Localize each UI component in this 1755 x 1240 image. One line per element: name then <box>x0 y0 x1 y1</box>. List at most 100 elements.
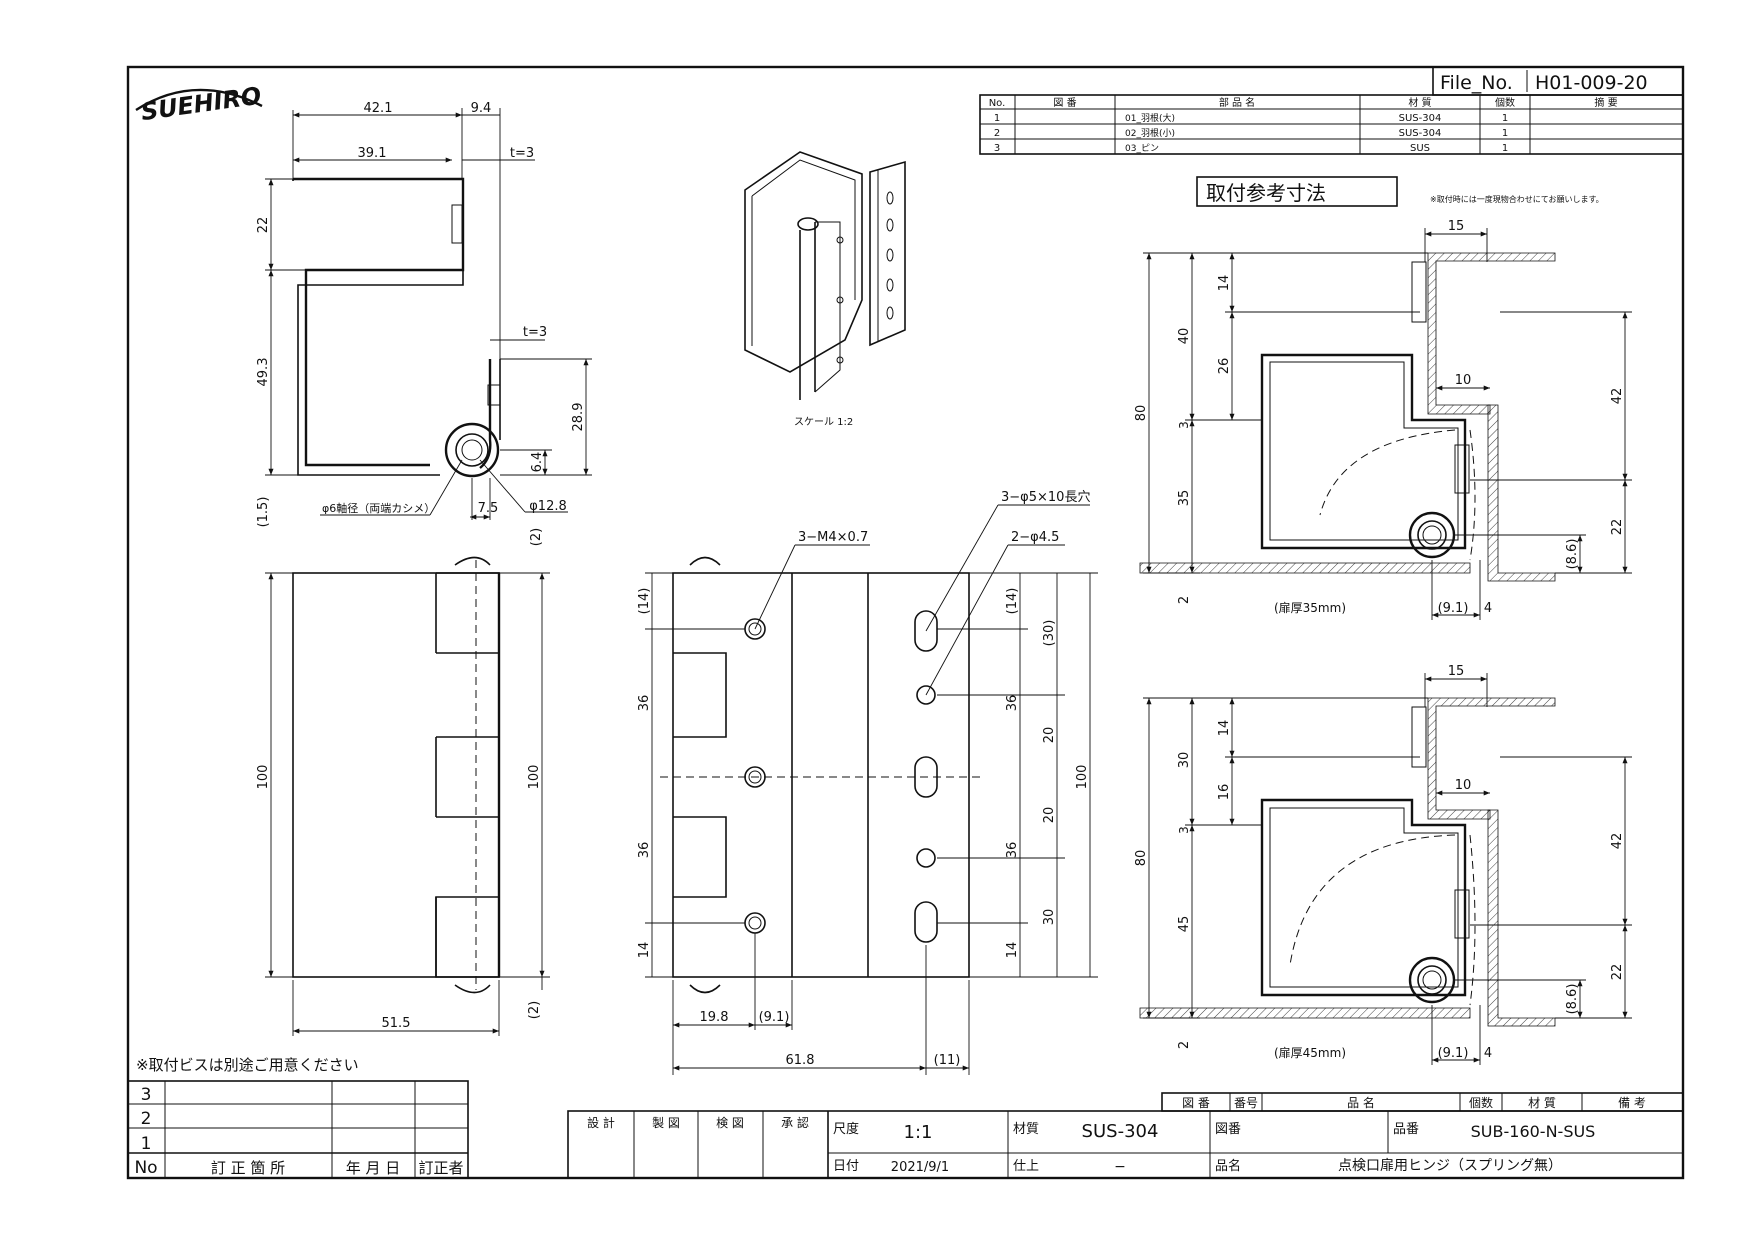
parts-header-name: 部 品 名 <box>1219 96 1255 109</box>
dim-49-3: 49.3 <box>256 358 271 387</box>
back-dim-11: (11) <box>934 1053 961 1068</box>
tb-role-draft: 製 図 <box>652 1116 680 1130</box>
dim-t3-top: t=3 <box>510 146 534 161</box>
parts-row-2-no: 2 <box>994 128 1000 139</box>
m35-dim-9-1: (9.1) <box>1438 601 1469 616</box>
file-no-value: H01-009-20 <box>1535 72 1648 94</box>
parts-row-1-no: 1 <box>994 113 1000 124</box>
note-slot: 3−φ5×10長穴 <box>1001 490 1090 505</box>
back-dim-20-a: 20 <box>1042 727 1057 744</box>
tb-product-name-value: 点検口扉用ヒンジ（スプリング無） <box>1338 1158 1562 1174</box>
back-dim-36-a-right: 36 <box>1005 695 1020 712</box>
front-dim-51-5: 51.5 <box>382 1016 411 1031</box>
back-dim-14-bottom-left: 14 <box>637 942 652 959</box>
revision-row-3: 3 <box>141 1085 152 1105</box>
tb-date-label: 日付 <box>833 1159 859 1174</box>
revision-table: 3 2 1 No 訂 正 箇 所 年 月 日 訂正者 <box>127 1080 469 1179</box>
dim-9-4: 9.4 <box>471 101 492 116</box>
back-dim-61-8: 61.8 <box>786 1053 815 1068</box>
back-dim-19-8: 19.8 <box>700 1010 729 1025</box>
tb-role-check: 検 図 <box>716 1116 744 1130</box>
back-dim-9-1: (9.1) <box>759 1010 790 1025</box>
m35-dim-35: 35 <box>1177 490 1192 507</box>
file-no-label: File_No. <box>1440 72 1513 94</box>
file-number-box: File_No. H01-009-20 <box>1432 66 1684 96</box>
tb-role-design: 設 計 <box>587 1115 615 1130</box>
parts-header-qty: 個数 <box>1495 96 1515 109</box>
dim-22: 22 <box>256 217 271 234</box>
back-dim-36-b-right: 36 <box>1005 842 1020 859</box>
revision-header-editor: 訂正者 <box>418 1159 463 1177</box>
m45-dim-3: 3 <box>1177 826 1191 834</box>
revision-row-1: 1 <box>141 1134 152 1154</box>
install-reference-heading: 取付参考寸法 ※取付時には一度現物合わせにてお願いします。 <box>1196 176 1604 207</box>
revision-header-date: 年 月 日 <box>346 1159 401 1177</box>
tb-finish-label: 仕上 <box>1013 1159 1039 1174</box>
dim-phi12-8: φ12.8 <box>529 499 567 514</box>
m45-dim-10: 10 <box>1455 778 1472 793</box>
dim-7-5: 7.5 <box>478 501 499 516</box>
m35-dim-3: 3 <box>1177 421 1191 429</box>
dim-2-side: (2) <box>529 528 544 546</box>
parts-row-1-name: 01_羽根(大) <box>1125 112 1175 124</box>
revision-row-2: 2 <box>141 1109 152 1129</box>
m35-caption: (扉厚35mm) <box>1274 601 1346 615</box>
dim-39-1: 39.1 <box>358 146 387 161</box>
tb-product-code-label: 品番 <box>1393 1122 1419 1137</box>
back-dim-100: 100 <box>1075 765 1090 790</box>
parts-row-3-no: 3 <box>994 143 1000 154</box>
tb-header-qty: 個数 <box>1469 1095 1493 1110</box>
parts-row-2-material: SUS-304 <box>1399 128 1442 139</box>
title-block: 図 番 番号 品 名 個数 材 質 備 考 設 計 製 図 検 図 承 認 尺度… <box>567 1092 1684 1179</box>
parts-header-no: No. <box>989 98 1006 109</box>
m35-dim-2: 2 <box>1177 596 1192 604</box>
m45-dim-14: 14 <box>1217 720 1232 737</box>
front-view: 100 100 51.5 (2) <box>256 556 550 1036</box>
tb-header-drawing-no: 図 番 <box>1182 1096 1210 1110</box>
side-view: 42.1 9.4 39.1 t=3 22 49.3 t=3 28.9 6.4 (… <box>256 101 592 546</box>
tb-product-name-label: 品名 <box>1215 1158 1241 1174</box>
m35-dim-26: 26 <box>1217 358 1232 375</box>
dim-1-5: (1.5) <box>256 497 271 528</box>
revision-header-location: 訂 正 箇 所 <box>211 1159 285 1177</box>
logo-text: SUEHIRO <box>139 82 263 127</box>
screw-note: ※取付ビスは別途ご用意ください <box>136 1056 359 1074</box>
tb-finish-value: − <box>1114 1159 1126 1175</box>
back-dim-14-top-right: (14) <box>1005 588 1020 615</box>
parts-header-material: 材 質 <box>1408 96 1431 109</box>
parts-row-2-qty: 1 <box>1502 128 1508 139</box>
parts-header-note: 摘 要 <box>1594 96 1617 109</box>
parts-row-3-material: SUS <box>1410 143 1430 154</box>
front-dim-100-right: 100 <box>527 765 542 790</box>
tb-date-value: 2021/9/1 <box>891 1160 949 1175</box>
suehiro-logo: SUEHIRO <box>135 82 263 127</box>
m35-dim-15: 15 <box>1448 219 1465 234</box>
tb-drawing-no-label: 図番 <box>1215 1122 1241 1137</box>
m35-dim-14: 14 <box>1217 275 1232 292</box>
back-dim-30-paren: (30) <box>1042 620 1057 647</box>
parts-table: No. 図 番 部 品 名 材 質 個数 摘 要 1 01_羽根(大) SUS-… <box>979 94 1684 155</box>
tb-header-material: 材 質 <box>1528 1095 1556 1110</box>
isometric-view: スケール 1:2 <box>744 151 906 428</box>
parts-row-3-name: 03_ピン <box>1125 143 1159 154</box>
back-dim-14-top-left: (14) <box>637 588 652 615</box>
revision-header-no: No <box>134 1158 157 1178</box>
m45-caption: (扉厚45mm) <box>1274 1046 1346 1060</box>
install-ref-note: ※取付時には一度現物合わせにてお願いします。 <box>1430 194 1604 204</box>
m45-dim-42: 42 <box>1610 833 1625 850</box>
m35-dim-42: 42 <box>1610 388 1625 405</box>
m35-dim-10: 10 <box>1455 373 1472 388</box>
back-dim-36-b-left: 36 <box>637 842 652 859</box>
m45-dim-16: 16 <box>1217 784 1232 801</box>
m45-dim-22: 22 <box>1610 964 1625 981</box>
parts-row-3-qty: 1 <box>1502 143 1508 154</box>
m35-dim-40: 40 <box>1177 328 1192 345</box>
m35-dim-22: 22 <box>1610 519 1625 536</box>
dim-6-4: 6.4 <box>530 452 545 473</box>
parts-row-2-name: 02_羽根(小) <box>1125 127 1175 139</box>
tb-material-label: 材質 <box>1013 1122 1039 1137</box>
tb-material-value: SUS-304 <box>1082 1121 1159 1142</box>
iso-scale-label: スケール 1:2 <box>794 416 853 428</box>
axle-note: φ6軸径（両端カシメ） <box>322 501 435 515</box>
